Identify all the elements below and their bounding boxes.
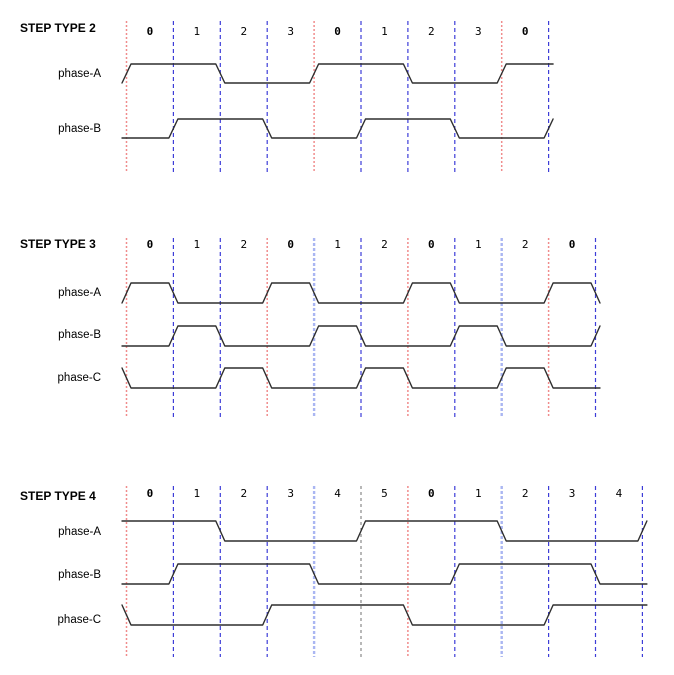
phase-B-waveform <box>121 563 648 585</box>
step-number: 1 <box>194 25 201 38</box>
step-number: 0 <box>287 238 294 251</box>
phase-A-waveform <box>121 520 648 542</box>
phase-A-waveform <box>121 63 554 84</box>
step-number: 4 <box>334 487 341 500</box>
section-title: STEP TYPE 3 <box>20 237 96 251</box>
step-number: 0 <box>428 238 435 251</box>
phase-C-label: phase-C <box>58 372 101 384</box>
phase-A-waveform <box>121 282 601 304</box>
step-number: 0 <box>428 487 435 500</box>
section-title: STEP TYPE 2 <box>20 21 96 35</box>
step-number: 0 <box>147 25 154 38</box>
step-number: 3 <box>569 487 576 500</box>
phase-C-waveform <box>121 604 648 626</box>
step-number: 0 <box>569 238 576 251</box>
section-step-type-3: STEP TYPE 3 0 1 2 0 1 2 0 1 2 0 phase-A phase-B phase… <box>20 237 601 417</box>
step-number: 0 <box>334 25 341 38</box>
phase-C-waveform <box>121 367 601 389</box>
step-number: 2 <box>522 487 529 500</box>
step-number: 2 <box>428 25 435 38</box>
section-title: STEP TYPE 4 <box>20 489 96 503</box>
phase-A-label: phase-A <box>58 287 101 299</box>
phase-B-label: phase-B <box>58 569 101 581</box>
step-number: 1 <box>475 238 482 251</box>
step-number: 2 <box>381 238 388 251</box>
step-number: 0 <box>522 25 529 38</box>
phase-A-label: phase-A <box>58 68 101 80</box>
phase-B-label: phase-B <box>58 123 101 135</box>
step-number: 3 <box>287 487 294 500</box>
section-step-type-2: STEP TYPE 2 0 1 2 3 0 1 2 3 0 phase-A phase-B <box>20 21 554 173</box>
step-number: 2 <box>240 487 247 500</box>
step-number: 1 <box>381 25 388 38</box>
section-step-type-4: STEP TYPE 4 0 1 2 3 4 5 0 1 2 3 4 phase-A phase-B phas… <box>20 486 648 657</box>
step-number: 1 <box>475 487 482 500</box>
step-number: 4 <box>616 487 623 500</box>
phase-B-label: phase-B <box>58 329 101 341</box>
step-number: 3 <box>287 25 294 38</box>
phase-B-waveform <box>121 325 601 347</box>
phase-C-label: phase-C <box>58 614 101 626</box>
step-number: 2 <box>240 238 247 251</box>
step-number: 2 <box>240 25 247 38</box>
step-number: 0 <box>147 487 154 500</box>
step-number: 1 <box>334 238 341 251</box>
step-number: 1 <box>194 487 201 500</box>
step-number: 0 <box>147 238 154 251</box>
step-number: 5 <box>381 487 388 500</box>
phase-A-label: phase-A <box>58 526 101 538</box>
step-number: 1 <box>194 238 201 251</box>
step-number: 2 <box>522 238 529 251</box>
phase-B-waveform <box>121 118 554 139</box>
step-number: 3 <box>475 25 482 38</box>
